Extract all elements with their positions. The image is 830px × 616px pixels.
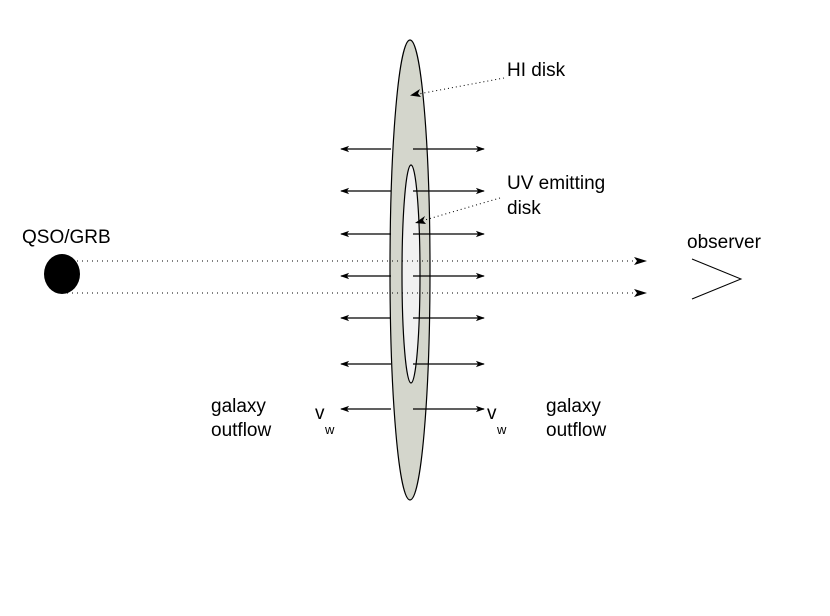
outflow-left-label-line1: galaxy: [211, 396, 266, 417]
hi-disk-label: HI disk: [507, 60, 566, 81]
outflow-right-label-line1: galaxy: [546, 396, 601, 417]
outflow-left-label-line2: outflow: [211, 420, 271, 441]
vw-right-base: v: [487, 403, 497, 424]
hi-disk-leader-line: [412, 77, 505, 96]
hi-disk-leader-arrowhead: [410, 89, 421, 97]
vw-right-sub: w: [496, 422, 507, 437]
uv-disk-leader-line: [417, 197, 501, 223]
observer-eye-icon: [691, 258, 743, 300]
uv-disk-label-line2: disk: [507, 198, 541, 219]
vw-left-base: v: [315, 403, 325, 424]
sightline-lower-arrowhead: [634, 289, 647, 297]
uv-emitting-disk: [401, 164, 421, 384]
outflow-arrows-right: [413, 145, 485, 413]
qso-grb-source: [44, 254, 80, 294]
outflow-arrows-left: [340, 145, 391, 413]
source-label: QSO/GRB: [22, 227, 111, 248]
uv-disk-leader-arrowhead: [415, 216, 426, 224]
observer-label: observer: [687, 232, 762, 253]
outflow-right-label-line2: outflow: [546, 420, 606, 441]
uv-disk-label-line1: UV emitting: [507, 173, 605, 194]
vw-left-sub: w: [324, 422, 335, 437]
sightline-upper-arrowhead: [634, 257, 647, 265]
